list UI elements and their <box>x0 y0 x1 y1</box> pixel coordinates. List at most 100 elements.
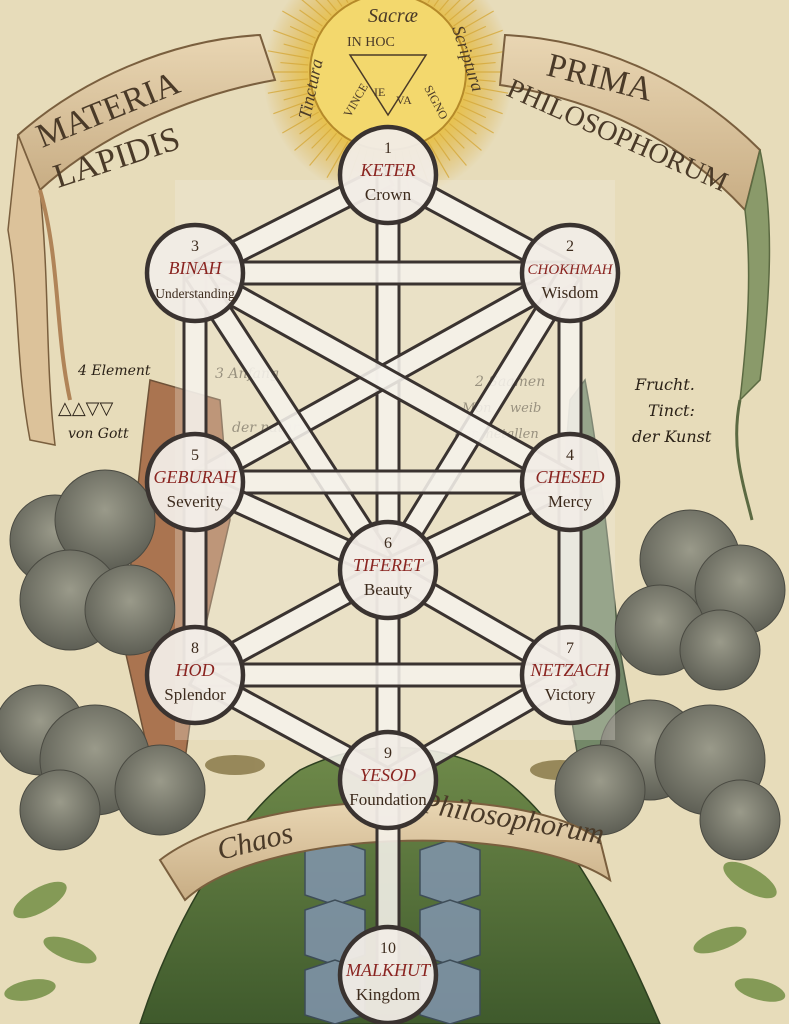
sefira-meaning: Severity <box>167 492 224 511</box>
sefira-circle <box>519 431 621 533</box>
right-margin-der-kunst: der Kunst <box>632 427 712 446</box>
sun-ray <box>299 117 323 135</box>
sefira-circle <box>337 729 439 831</box>
sun-word-in-hoc: IN HOC <box>347 35 395 50</box>
sun-ray <box>433 0 440 7</box>
sefira-circle <box>337 924 439 1024</box>
sun-ray <box>465 92 493 101</box>
left-margin-von-gott: von Gott <box>68 426 129 442</box>
sun-ray <box>467 78 496 83</box>
left-margin-symbols: △△▽▽ <box>58 398 114 419</box>
sun-ray <box>427 140 450 178</box>
foliage <box>4 861 786 1002</box>
sun-ray <box>325 137 343 161</box>
sefira-name: KETER <box>359 160 415 180</box>
sefira-number: 2 <box>566 238 574 255</box>
sefira-name: CHOKHMAH <box>528 262 614 278</box>
sun-word-sacrae: Sacræ <box>368 5 418 27</box>
sefira-meaning: Understanding <box>155 286 235 301</box>
sefira-meaning: Kingdom <box>356 985 420 1004</box>
sefira-meaning: Crown <box>365 185 412 204</box>
sun-ray <box>326 0 338 12</box>
sun-ray <box>456 111 494 134</box>
right-margin-tinct: Tinct: <box>648 401 695 420</box>
sefira-number: 7 <box>566 640 574 657</box>
sun-ray <box>456 10 494 33</box>
sun-ray <box>280 78 309 83</box>
sefira-circle <box>519 624 621 726</box>
sun-ray <box>462 98 503 115</box>
sun-ray <box>299 9 323 27</box>
sefira-name: HOD <box>175 660 215 680</box>
sun-ray <box>273 29 314 46</box>
sun-ray <box>267 85 310 94</box>
sun-ray <box>289 25 316 39</box>
sun-word-ie: IE <box>374 85 385 99</box>
sun-ray <box>448 0 475 22</box>
sefira-circle <box>337 519 439 621</box>
sefira-circle <box>519 222 621 324</box>
sefira-circle <box>144 431 246 533</box>
sun-ray <box>315 0 332 16</box>
sun-ray <box>282 111 320 134</box>
sefira-name: YESOD <box>360 765 416 785</box>
sun-ray <box>444 0 461 16</box>
sefira-number: 5 <box>191 447 199 464</box>
sefira-meaning: Beauty <box>364 580 413 599</box>
sun-ray <box>460 105 487 119</box>
sun-ray <box>326 140 349 178</box>
sefira-number: 8 <box>191 640 199 657</box>
sefira-meaning: Victory <box>545 685 596 704</box>
sefira-number: 6 <box>384 535 392 552</box>
sun-ray <box>466 85 509 94</box>
sun-ray <box>438 132 467 166</box>
sun-ray <box>438 0 450 12</box>
sun-ray <box>311 128 332 149</box>
sun-ray <box>336 0 343 7</box>
sefira-number: 1 <box>384 140 392 157</box>
sefira-name: TIFERET <box>353 555 425 575</box>
sun-ray <box>453 9 477 27</box>
sun-ray <box>289 105 316 119</box>
sun-ray <box>267 50 310 59</box>
sefira-number: 10 <box>380 940 396 957</box>
sefira-circle <box>337 124 439 226</box>
sefira-meaning: Mercy <box>548 492 593 511</box>
sun-ray <box>273 98 314 115</box>
sun-ray <box>282 10 320 33</box>
sun-ray <box>283 43 311 52</box>
sun-ray <box>448 122 482 151</box>
sefira-number: 4 <box>566 447 574 464</box>
sun-ray <box>462 29 503 46</box>
sun-ray <box>301 0 328 22</box>
sefira-circle <box>144 624 246 726</box>
path-2-3 <box>193 260 572 286</box>
sun-ray <box>460 25 487 39</box>
sefira-name: BINAH <box>169 258 223 278</box>
sefira-number: 9 <box>384 745 392 762</box>
sun-word-va: VA <box>396 93 412 107</box>
sefira-circle <box>144 222 246 324</box>
sun-ray <box>453 117 477 135</box>
sefira-meaning: Wisdom <box>542 283 599 302</box>
sefira-meaning: Foundation <box>349 790 427 809</box>
sefira-number: 3 <box>191 238 199 255</box>
left-margin-4-element: 4 Element <box>77 363 151 379</box>
sefira-name: MALKHUT <box>345 960 432 980</box>
path-4-5 <box>193 469 572 495</box>
sun-ray <box>466 50 509 59</box>
sun-ray <box>433 137 451 161</box>
sun-ray <box>467 61 496 66</box>
